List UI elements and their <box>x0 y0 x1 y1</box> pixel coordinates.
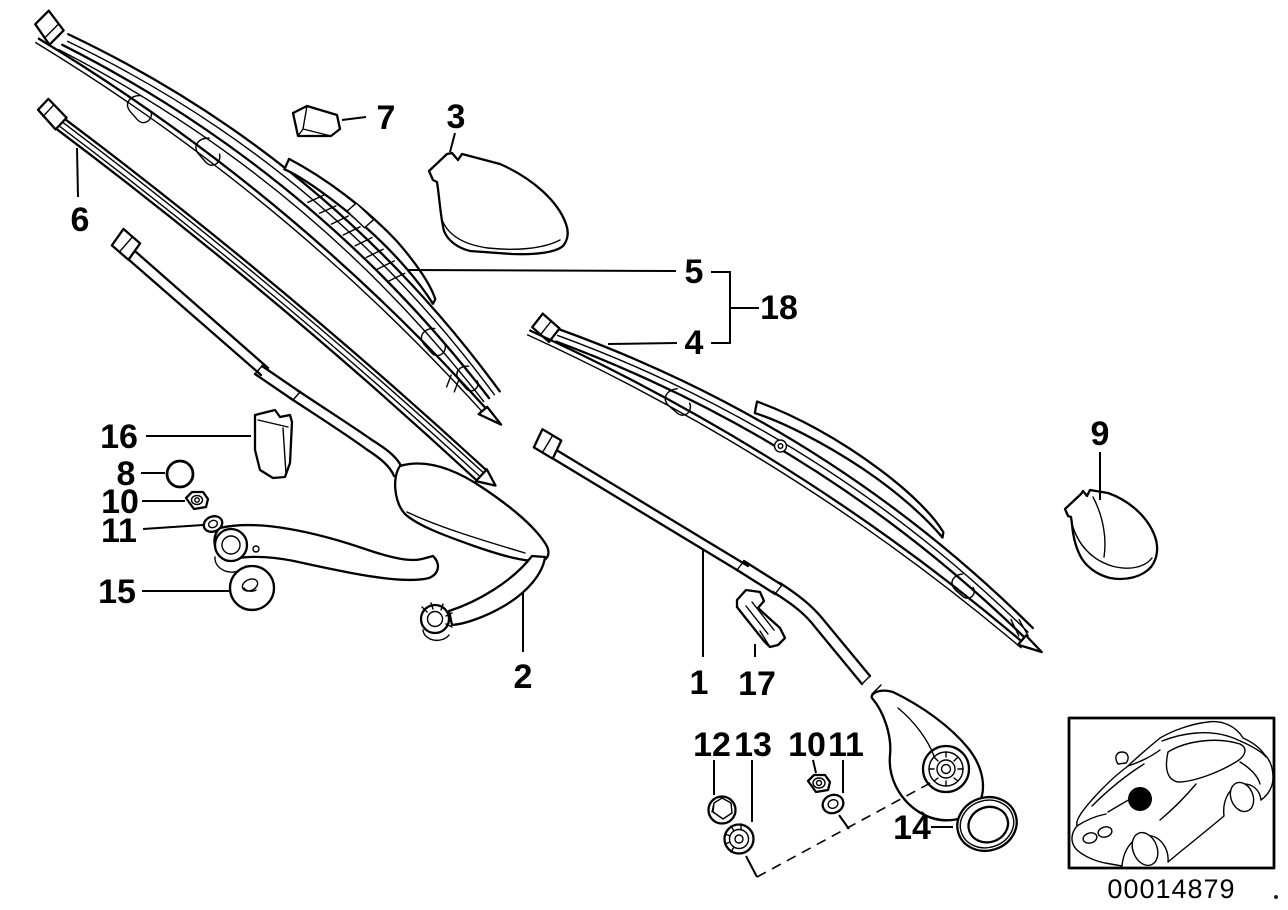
leader-line-4 <box>607 342 678 345</box>
washer-11-right <box>821 793 845 815</box>
callout-14: 14 <box>893 809 953 847</box>
part-label-5: 5 <box>685 253 704 291</box>
part-label-13: 13 <box>734 726 772 764</box>
leader-line-11-left <box>142 524 204 530</box>
callout-16: 16 <box>100 418 251 456</box>
part-label-10-right: 10 <box>788 726 826 764</box>
callout-8: 8 <box>117 455 165 493</box>
part-label-12: 12 <box>693 726 731 764</box>
spindle-knurl <box>928 751 964 787</box>
retaining-clip-7 <box>291 104 342 138</box>
location-dot <box>1128 787 1152 811</box>
part-label-3: 3 <box>447 98 466 136</box>
callout-5: 5 <box>407 253 704 291</box>
page-dot <box>1274 895 1278 899</box>
part-label-17: 17 <box>738 665 776 703</box>
car-location-thumbnail <box>1067 716 1276 870</box>
car-outline <box>1071 720 1274 867</box>
wiper-arm-left <box>110 227 550 642</box>
callout-15: 15 <box>98 573 229 611</box>
leader-line-7 <box>341 116 367 121</box>
drawing-number: 00014879 <box>1107 874 1236 904</box>
part-label-10-left: 10 <box>101 483 139 521</box>
part-label-14: 14 <box>893 809 931 847</box>
callout-18: 18 <box>711 271 798 344</box>
cover-cap-3 <box>427 151 569 256</box>
part-label-11-right: 11 <box>828 726 864 764</box>
part-label-6: 6 <box>71 201 90 239</box>
leader-line-10-right <box>812 759 817 774</box>
wiper-blade-right <box>526 312 1043 654</box>
cap-nut-12 <box>707 795 737 825</box>
callout-10-left: 10 <box>101 483 185 521</box>
part-label-9: 9 <box>1091 415 1110 453</box>
bridge-hatch <box>307 194 406 283</box>
callout-9: 9 <box>1091 415 1110 500</box>
callout-4: 4 <box>607 324 704 362</box>
washer-11-left <box>202 515 224 533</box>
leader-line-18 <box>711 271 731 344</box>
part-label-1: 1 <box>690 664 709 702</box>
callout-1: 1 <box>690 549 709 702</box>
callout-7: 7 <box>341 99 396 137</box>
callout-6: 6 <box>71 147 90 239</box>
cap-nut-13 <box>723 823 755 855</box>
callout-3: 3 <box>447 98 466 153</box>
leader-line-3 <box>449 132 456 153</box>
part-label-2: 2 <box>514 658 533 696</box>
grommet-15 <box>228 564 276 612</box>
trim-ring-14 <box>956 795 1018 853</box>
callout-11-left: 11 <box>101 512 204 550</box>
callout-10-right: 10 <box>788 726 826 774</box>
part-label-15: 15 <box>98 573 136 611</box>
cover-cap-9 <box>1063 488 1159 581</box>
part-label-4: 4 <box>685 324 704 362</box>
hex-nut-10-left <box>184 490 210 511</box>
callout-12: 12 <box>693 726 731 795</box>
spacer-clip-17 <box>735 588 787 649</box>
hex-nut-10-right <box>806 773 832 794</box>
callout-13: 13 <box>734 726 772 822</box>
part-label-18: 18 <box>760 289 798 327</box>
callout-17: 17 <box>738 644 776 703</box>
pivot-knurl <box>421 602 453 628</box>
leader-line-6 <box>76 147 79 198</box>
part-label-7: 7 <box>377 99 396 137</box>
assembly-reference-lines <box>745 780 935 878</box>
part-label-8: 8 <box>117 455 136 493</box>
thumbnail-frame <box>1067 716 1276 870</box>
callout-11-right: 11 <box>828 726 864 793</box>
callout-2: 2 <box>514 592 533 696</box>
part-label-11-left: 11 <box>101 512 137 550</box>
wiper-blade-left <box>34 9 503 426</box>
leader-line-5 <box>407 269 677 272</box>
part-label-16: 16 <box>100 418 138 456</box>
plug-8 <box>165 459 195 489</box>
wiper-rubber-insert-left <box>36 97 497 487</box>
protective-cap-16 <box>253 408 294 480</box>
